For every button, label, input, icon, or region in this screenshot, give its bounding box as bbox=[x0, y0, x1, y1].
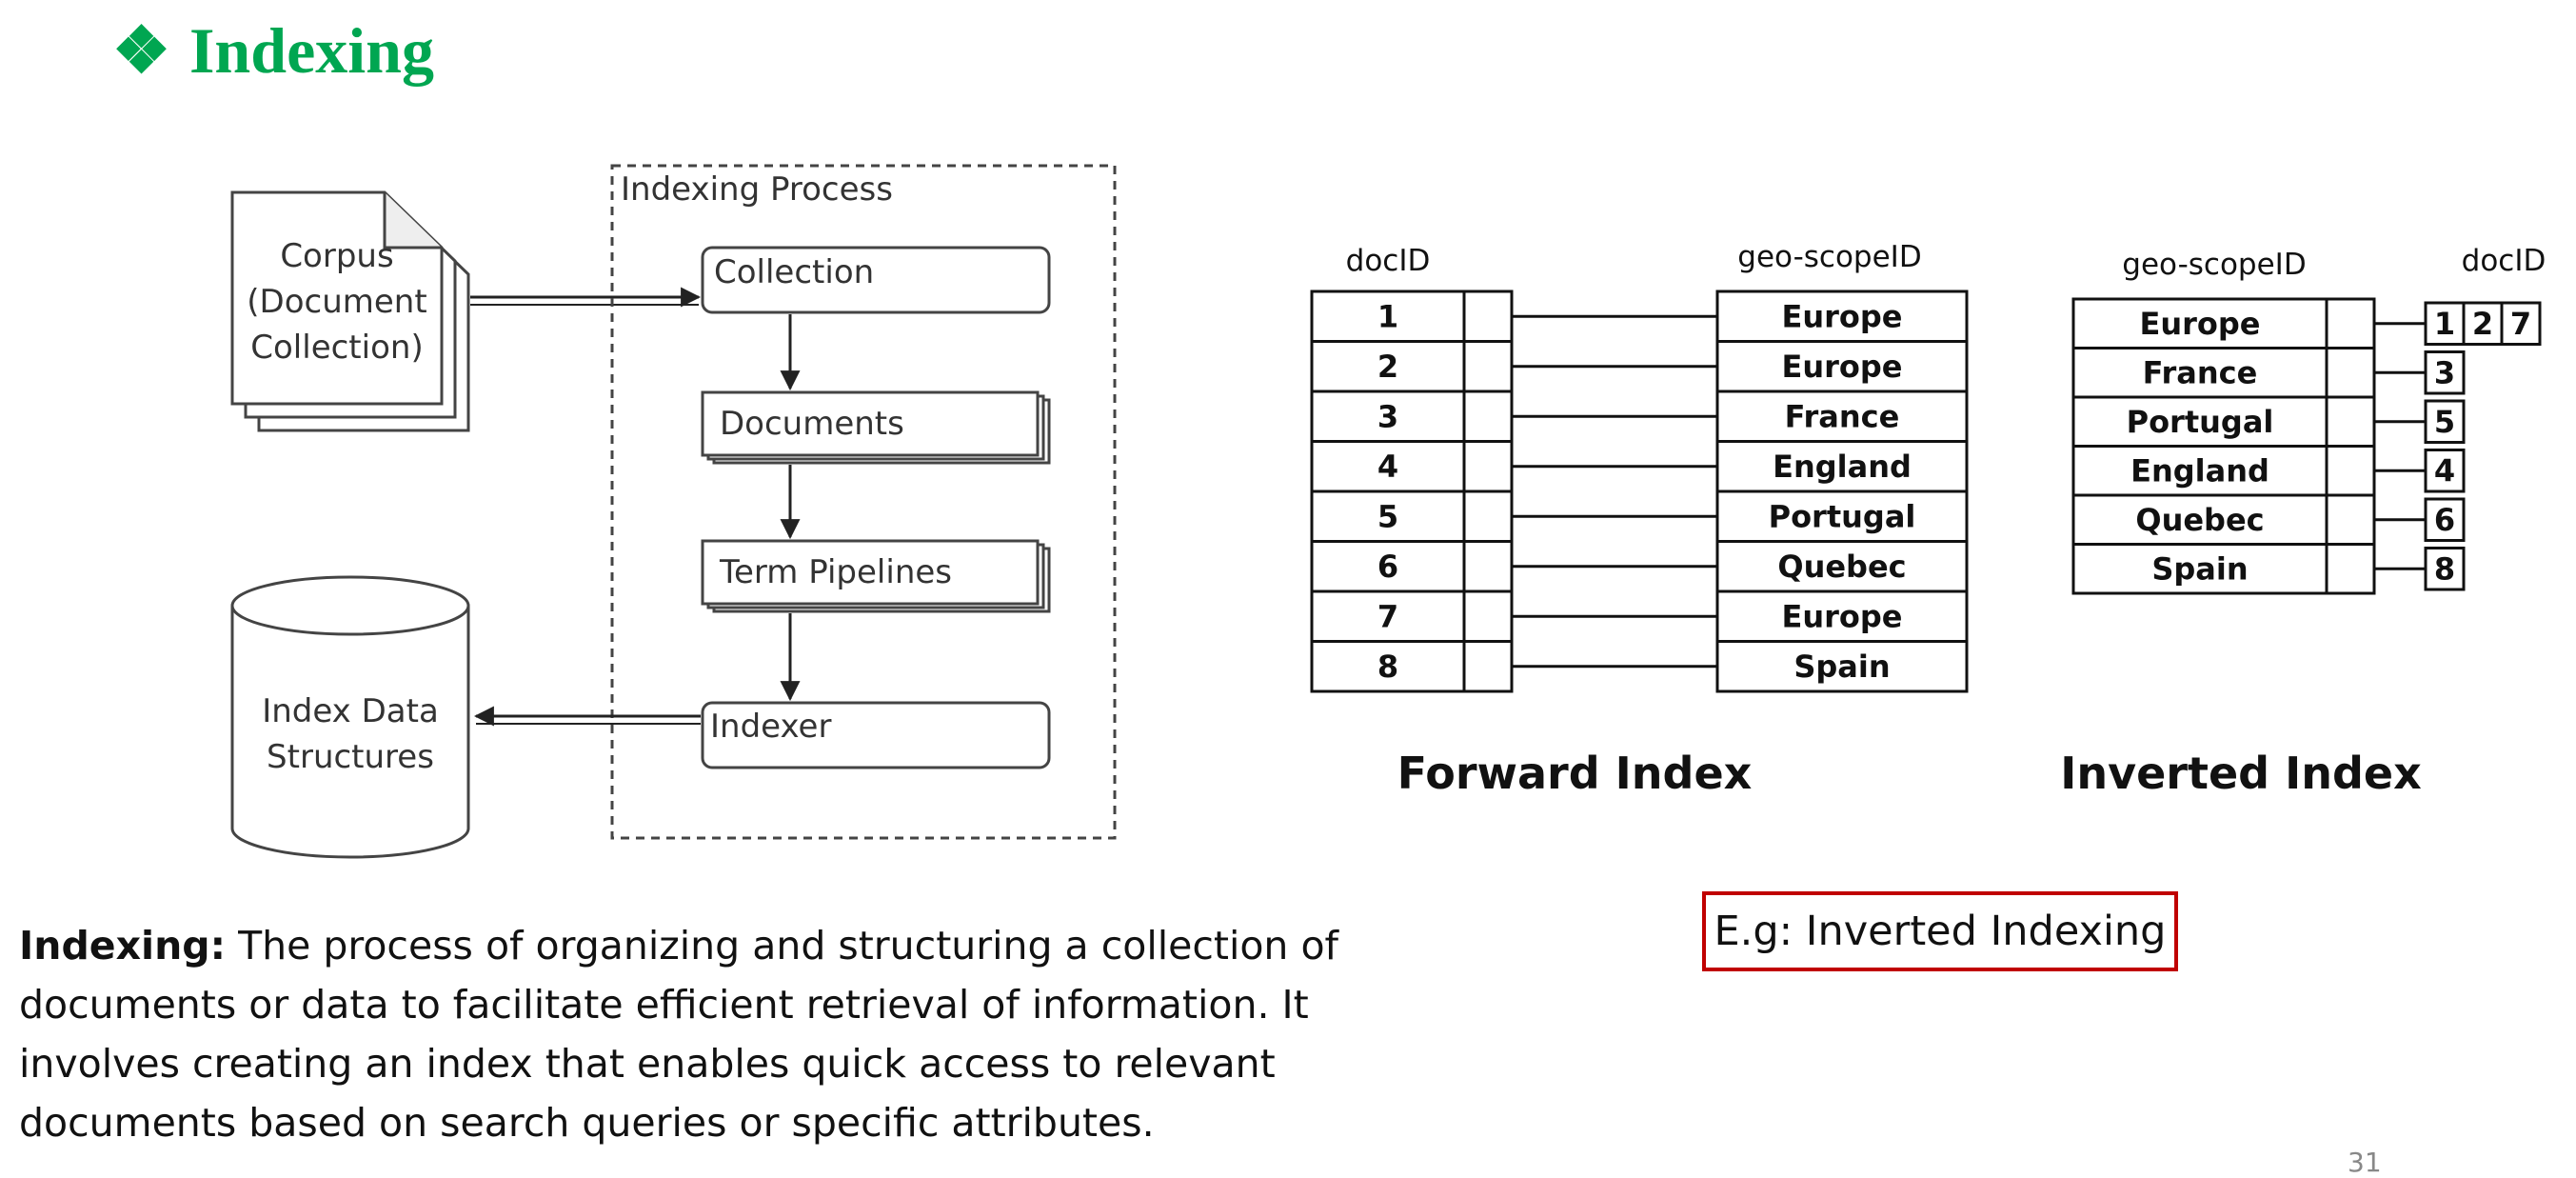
inverted-scope-cell bbox=[2071, 445, 2328, 497]
forward-scope-1: Europe bbox=[1781, 349, 1902, 385]
inverted-scope-3: England bbox=[2130, 452, 2269, 489]
forward-scope-4: Portugal bbox=[1769, 498, 1916, 534]
inverted-scope-0: Europe bbox=[2139, 306, 2260, 342]
posting-cell bbox=[2424, 449, 2466, 493]
forward-scope-6: Europe bbox=[1781, 598, 1902, 634]
inverted-pointer-cell bbox=[2325, 493, 2376, 546]
forward-scope-header: geo-scopeID bbox=[1737, 240, 1921, 274]
forward-scope-cell bbox=[1715, 440, 1969, 493]
step-label-term-pipelines: Term Pipelines bbox=[719, 553, 952, 591]
inverted-pointer-cell bbox=[2325, 445, 2376, 497]
forward-scope-0: Europe bbox=[1781, 298, 1902, 334]
forward-scope-cell bbox=[1715, 540, 1969, 593]
inverted-pointer-cell bbox=[2325, 297, 2376, 349]
posting-cell bbox=[2424, 350, 2466, 395]
posting-docid-6: 6 bbox=[2434, 502, 2455, 538]
forward-scope-cell bbox=[1715, 489, 1969, 543]
forward-pointer-cell bbox=[1462, 440, 1514, 493]
indexing-definition: Indexing: The process of organizing and … bbox=[19, 916, 1371, 1152]
datastore-label-line-1: Index Data bbox=[262, 692, 439, 730]
slide-title-text: Indexing bbox=[188, 14, 434, 87]
inverted-scope-4: Quebec bbox=[2135, 502, 2264, 538]
forward-docid-cell bbox=[1310, 389, 1466, 443]
forward-scope-5: Quebec bbox=[1777, 549, 1906, 585]
inverted-scope-1: France bbox=[2143, 354, 2258, 390]
definition-text: The process of organizing and structurin… bbox=[19, 923, 1338, 1146]
diamond-bullet-icon: ❖ bbox=[112, 14, 170, 87]
posting-docid-4: 4 bbox=[2434, 452, 2455, 489]
corpus-label-line-2: (Document bbox=[247, 283, 426, 321]
example-label: E.g: Inverted Indexing bbox=[1714, 908, 2167, 955]
inverted-pointer-cell bbox=[2325, 543, 2376, 595]
forward-pointer-cell bbox=[1462, 589, 1514, 643]
corpus-label-line-3: Collection) bbox=[250, 329, 423, 367]
inverted-index-caption: Inverted Index bbox=[2060, 748, 2422, 799]
step-box-collection bbox=[701, 246, 1051, 314]
forward-docid-6: 6 bbox=[1377, 549, 1398, 585]
forward-docid-3: 3 bbox=[1377, 398, 1398, 434]
inverted-docid-header: docID bbox=[2462, 244, 2546, 278]
posting-docid-2: 2 bbox=[2472, 306, 2493, 342]
forward-scope-7: Spain bbox=[1793, 649, 1890, 685]
inverted-pointer-cell bbox=[2325, 395, 2376, 448]
forward-pointer-cell bbox=[1462, 290, 1514, 343]
inverted-scope-5: Spain bbox=[2151, 550, 2248, 587]
forward-docid-cell bbox=[1310, 640, 1466, 693]
definition-term: Indexing: bbox=[19, 923, 227, 968]
forward-docid-1: 1 bbox=[1377, 298, 1398, 334]
forward-pointer-cell bbox=[1462, 640, 1514, 693]
step-box-documents bbox=[701, 390, 1040, 457]
step-label-documents: Documents bbox=[720, 405, 904, 443]
inverted-scope-header: geo-scopeID bbox=[2122, 248, 2306, 282]
posting-cell bbox=[2500, 301, 2542, 346]
forward-scope-3: England bbox=[1773, 449, 1912, 485]
forward-scope-cell bbox=[1715, 290, 1969, 343]
step-label-collection: Collection bbox=[714, 253, 874, 291]
posting-docid-1: 1 bbox=[2434, 306, 2455, 342]
step-box-term-pipelines bbox=[701, 539, 1040, 606]
slide-title: ❖Indexing bbox=[112, 13, 434, 89]
forward-pointer-cell bbox=[1462, 389, 1514, 443]
forward-docid-8: 8 bbox=[1377, 649, 1398, 685]
inverted-scope-2: Portugal bbox=[2127, 404, 2274, 440]
forward-docid-5: 5 bbox=[1377, 498, 1398, 534]
posting-docid-5: 5 bbox=[2434, 404, 2455, 440]
forward-scope-cell bbox=[1715, 389, 1969, 443]
forward-index-caption: Forward Index bbox=[1397, 748, 1753, 799]
forward-docid-2: 2 bbox=[1377, 349, 1398, 385]
forward-pointer-cell bbox=[1462, 340, 1514, 393]
forward-pointer-cell bbox=[1462, 540, 1514, 593]
step-label-indexer: Indexer bbox=[710, 708, 831, 746]
forward-pointer-cell bbox=[1462, 489, 1514, 543]
forward-docid-7: 7 bbox=[1377, 598, 1398, 634]
step-box-indexer bbox=[701, 701, 1051, 769]
forward-docid-header: docID bbox=[1346, 244, 1431, 278]
posting-cell bbox=[2424, 547, 2466, 591]
page-number: 31 bbox=[2348, 1147, 2382, 1178]
index-datastore-cylinder: Index Data Structures bbox=[230, 575, 470, 859]
corpus-label-line-1: Corpus bbox=[280, 237, 393, 275]
posting-cell bbox=[2424, 399, 2466, 444]
example-callout: E.g: Inverted Indexing bbox=[1702, 891, 2178, 971]
inverted-scope-cell bbox=[2071, 493, 2328, 546]
inverted-scope-cell bbox=[2071, 347, 2328, 399]
forward-scope-cell bbox=[1715, 340, 1969, 393]
posting-docid-3: 3 bbox=[2434, 354, 2455, 390]
corpus-document-stack: Corpus (Document Collection) bbox=[230, 190, 470, 432]
forward-scope-2: France bbox=[1785, 398, 1900, 434]
forward-scope-cell bbox=[1715, 589, 1969, 643]
posting-docid-8: 8 bbox=[2434, 550, 2455, 587]
inverted-pointer-cell bbox=[2325, 347, 2376, 399]
forward-index-table: 12345678EuropeEuropeFranceEnglandPortuga… bbox=[1310, 290, 1969, 693]
indexing-process-title: Indexing Process bbox=[621, 170, 893, 209]
posting-cell bbox=[2424, 497, 2466, 542]
forward-docid-4: 4 bbox=[1377, 449, 1398, 485]
indexing-process-boundary bbox=[610, 164, 1117, 840]
posting-docid-7: 7 bbox=[2510, 306, 2531, 342]
forward-docid-cell bbox=[1310, 589, 1466, 643]
datastore-label-line-2: Structures bbox=[267, 738, 434, 776]
